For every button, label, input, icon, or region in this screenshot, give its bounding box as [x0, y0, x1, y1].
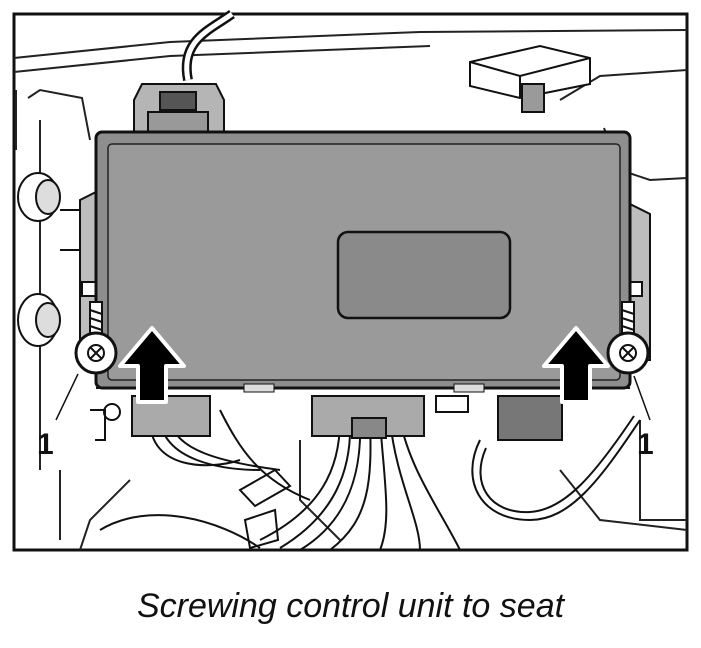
bottom-connectors — [131, 395, 563, 441]
figure-caption: Screwing control unit to seat — [136, 587, 565, 625]
arrow-up-left-icon — [118, 326, 186, 404]
screw-right — [606, 301, 650, 375]
control-unit — [94, 130, 632, 393]
wiring-harness — [90, 403, 641, 551]
callout-leader-lines — [55, 373, 651, 421]
arrow-up-right-icon — [542, 326, 610, 404]
top-right-bolt — [469, 44, 591, 113]
callout-number-right: 1 — [637, 428, 654, 461]
callout-number-left: 1 — [37, 428, 54, 461]
seat-frame-lines — [13, 29, 688, 551]
top-connector — [133, 83, 225, 139]
control-unit-illustration — [12, 9, 689, 552]
screw-left — [74, 301, 118, 375]
unit-label-recess — [336, 230, 512, 320]
